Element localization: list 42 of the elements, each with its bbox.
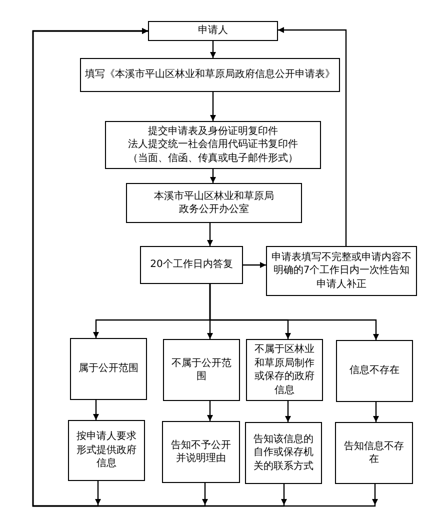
arrow xyxy=(93,400,99,420)
process-box xyxy=(245,422,322,484)
process-box xyxy=(68,420,145,481)
box-text: 提交申请表及身份证明复印件 xyxy=(148,124,278,138)
box-text: 不属于公开范围 xyxy=(170,356,232,384)
arrow xyxy=(207,223,213,246)
process-box xyxy=(140,246,243,284)
box-text: 属于公开范围 xyxy=(78,362,138,376)
box-text: 告知信息不存在 xyxy=(343,440,405,466)
box-text: 法人提交统一社会信用代码证书复印件 xyxy=(128,138,298,152)
process-box xyxy=(126,183,302,223)
arrow xyxy=(210,41,216,58)
box-text: 信息不存在 xyxy=(350,364,400,378)
arrow xyxy=(207,401,213,421)
box-text: 告知该信息的自作或保存机关的联系方式 xyxy=(252,432,314,474)
process-box xyxy=(80,58,340,92)
box-text: 20个工作日内答复 xyxy=(150,258,233,272)
arrow xyxy=(243,262,266,268)
arrow xyxy=(32,28,376,507)
process-box xyxy=(336,340,413,402)
box-text: 政务公开办公室 xyxy=(179,203,249,216)
box-text: 不属于区林业和草原局制作或保存的政府信息 xyxy=(254,343,316,397)
process-box xyxy=(163,339,240,401)
process-box xyxy=(70,338,147,400)
box-text: 申请表填写不完整或申请内容不明确的7个工作日内一次性告知申请人补正 xyxy=(271,250,412,292)
process-box xyxy=(335,422,413,484)
arrow xyxy=(210,169,216,183)
box-text: 按申请人要求形式提供政府信息 xyxy=(76,430,138,471)
box-text: 告知不予公开并说明理由 xyxy=(170,438,232,466)
arrow xyxy=(209,284,379,340)
arrow xyxy=(278,27,347,246)
box-text: （当面、信函、传真或电子邮件形式） xyxy=(128,152,298,166)
process-box xyxy=(246,339,323,401)
arrow xyxy=(210,92,216,121)
process-box xyxy=(105,121,321,169)
arrow xyxy=(285,401,291,422)
process-box xyxy=(148,21,278,41)
process-box xyxy=(162,421,240,483)
box-text: 申请人 xyxy=(198,24,228,38)
arrow xyxy=(373,402,379,422)
box-text: 本溪市平山区林业和草原局 xyxy=(154,190,274,203)
box-text: 填写《本溪市平山区林业和草原局政府信息公开申请表》 xyxy=(85,68,335,82)
